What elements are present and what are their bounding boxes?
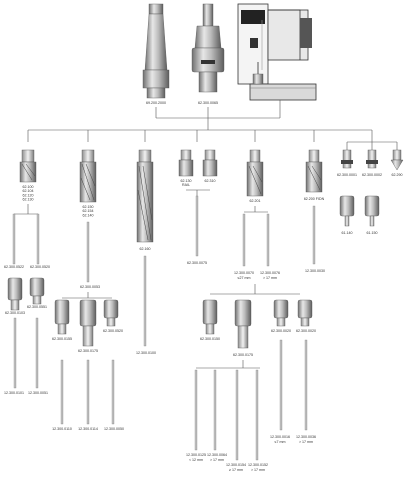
adapter-sleeve-1 bbox=[7, 277, 45, 311]
carbide-cutter bbox=[246, 149, 264, 197]
group-3-pin-label-1: 12.300.0100 bbox=[136, 351, 156, 355]
group-4-cutter-label-c: 62.310 bbox=[205, 179, 216, 183]
group-5-sub-pin-label-2: 12.300.0064 bbox=[207, 453, 227, 457]
cutter-group-3: 62.160 12.300.0100 bbox=[136, 149, 156, 355]
group-5-sub-label-2: 62.300.0175 bbox=[233, 353, 253, 357]
group-2-sub2-label-2: 62.300.0175 bbox=[78, 349, 98, 353]
arbor-label: 69.200.2000 bbox=[146, 101, 166, 105]
group-5-sub-pin-label-b1: 12.300.0016 bbox=[270, 435, 290, 439]
drill-chuck-adapter-1 bbox=[341, 149, 353, 169]
group-7-item-2-chuck: 61.150 bbox=[367, 231, 378, 235]
group-5-sub-pin-note-2: > 17 mm bbox=[210, 458, 224, 462]
group-1-sub2-label-2: 62.300.0551 bbox=[27, 305, 47, 309]
drill-chuck-2 bbox=[364, 195, 380, 227]
fidn-cutter bbox=[305, 149, 323, 193]
group-5-pin-note-2: > 17 mm bbox=[263, 276, 277, 280]
group-5-pin-label-1: 12.300.0070 bbox=[234, 271, 254, 275]
adapter-sleeve-2 bbox=[54, 299, 119, 347]
group-6-pin-label-1: 12.300.0030 bbox=[305, 269, 325, 273]
group-2-pin-label-1: 12.300.0110 bbox=[52, 427, 72, 431]
group-5-sub-pin-label-3: 12.300.0154 bbox=[226, 463, 246, 467]
extension-adapters bbox=[202, 299, 313, 349]
adapter-label: 62.300.0065 bbox=[198, 101, 218, 105]
group-7-item-1-label: 62.300.0001 bbox=[337, 173, 357, 177]
group-5-sub-label-1: 62.300.0150 bbox=[200, 337, 220, 341]
morse-arbor bbox=[142, 3, 170, 99]
group-5-sub-pin-note-1: < 12 mm bbox=[189, 458, 203, 462]
group-2-pin-label-3: 12.300.0050 bbox=[104, 427, 124, 431]
group-4-cutter-label: 62.130 bbox=[181, 179, 192, 183]
group-2-pin-label-2: 12.300.0114 bbox=[78, 427, 98, 431]
cutter-group-7: 62.300.0001 61.140 62.300.0002 61.150 62… bbox=[337, 141, 404, 235]
group-1-pin-label-2: 12.300.0051 bbox=[28, 391, 48, 395]
group-5-sub-pin-label-4: 12.300.0152 bbox=[248, 463, 268, 467]
group-5-sub-pin-label-1: 12.300.0125 bbox=[186, 453, 206, 457]
group-3-cutter-label: 62.160 bbox=[140, 247, 151, 251]
group-1-sub-label-2: 62.300.0520 bbox=[30, 265, 50, 269]
rail-cutter bbox=[178, 149, 218, 177]
cutter-group-5: 62.201 12.300.0070 ≤27 mm 12.300.0076 > … bbox=[186, 149, 316, 472]
group-1-sub2-label-1: 62.300.0103 bbox=[5, 311, 25, 315]
group-5-sub-pin-note-4: > 17 mm bbox=[251, 468, 265, 472]
group-5-sub-pin-note-b2: > 17 mm bbox=[299, 440, 313, 444]
group-1-sub-label-1: 62.300.0522 bbox=[4, 265, 24, 269]
group-5-sub-label-b2: 62.300.0020 bbox=[296, 329, 316, 333]
group-4-cutter-label-b: RAIL bbox=[182, 183, 190, 187]
short-annular-cutter bbox=[19, 149, 37, 183]
group-5-pin-label-2: 12.300.0076 bbox=[260, 271, 280, 275]
top-connectors bbox=[27, 100, 373, 142]
long-annular-cutter bbox=[79, 149, 97, 203]
group-7-item-2-label: 62.300.0002 bbox=[362, 173, 382, 177]
group-5-pin-note-1: ≤27 mm bbox=[238, 276, 251, 280]
group-2-sub-label-1: 62.300.0053 bbox=[80, 285, 100, 289]
cutter-group-4: 62.130 RAIL 62.310 62.300.0075 bbox=[178, 149, 218, 265]
quick-change-adapter bbox=[191, 3, 225, 93]
extra-long-annular-cutter bbox=[136, 149, 154, 243]
group-5-sub-pin-label-b2: 12.300.0036 bbox=[296, 435, 316, 439]
group-7-item-1-chuck: 61.140 bbox=[342, 231, 353, 235]
group-6-cutter-label: 62.200 FIDN bbox=[304, 197, 325, 201]
group-2-sub2-label-1: 62.300.0155 bbox=[52, 337, 72, 341]
drill-chuck-1 bbox=[339, 195, 355, 227]
group-1-pin-label-1: 12.300.0101 bbox=[4, 391, 24, 395]
cutter-group-6: 62.200 FIDN 12.300.0030 bbox=[304, 149, 325, 273]
drill-chuck-adapter-2 bbox=[366, 149, 378, 169]
group-5-sub-label-b1: 62.300.0020 bbox=[271, 329, 291, 333]
countersink bbox=[390, 149, 404, 171]
magnetic-drill-machine bbox=[237, 3, 317, 101]
group-7-item-3-label: 62.290 bbox=[392, 173, 403, 177]
group-2-sub2-label-3: 62.300.0520 bbox=[103, 329, 123, 333]
group-5-cutter-label: 62.201 bbox=[250, 199, 261, 203]
group-5-sub-pin-note-b1: ≤7 mm bbox=[275, 440, 286, 444]
group-5-sub-pin-note-3: ≥ 17 mm bbox=[229, 468, 243, 472]
group-4-pin-label-1: 62.300.0075 bbox=[187, 261, 207, 265]
